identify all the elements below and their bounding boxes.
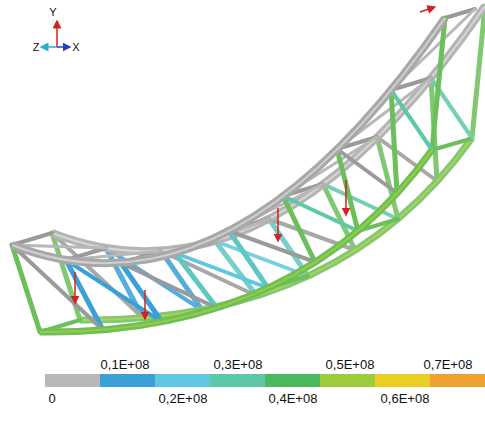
scale-value: 0,5E+08	[326, 357, 375, 372]
axis-label: X	[72, 41, 79, 53]
scale-value: 0,3E+08	[214, 357, 263, 372]
axis-label: Z	[33, 41, 40, 53]
axis-label: Y	[49, 6, 56, 18]
scale-value: 0,7E+08	[424, 357, 473, 372]
scale-value: 0	[48, 391, 55, 406]
scale-value: 0,2E+08	[159, 391, 208, 406]
scale-value: 0,6E+08	[381, 391, 430, 406]
scale-value: 0,1E+08	[101, 357, 150, 372]
scale-value: 0,4E+08	[269, 391, 318, 406]
